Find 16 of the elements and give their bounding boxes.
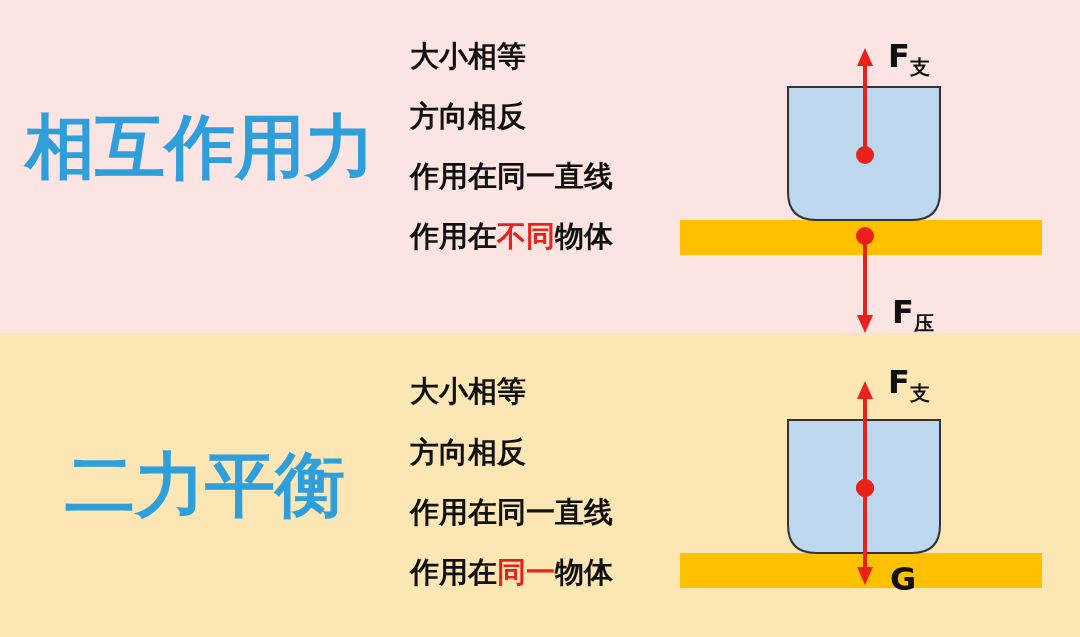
text-line: 大小相等 xyxy=(410,377,526,406)
panel-band xyxy=(0,333,1080,637)
text-line: 作用在同一直线 xyxy=(410,162,613,191)
text-line: 方向相反 xyxy=(410,102,526,131)
text-line: 作用在同一物体 xyxy=(410,558,613,587)
force-label: F$_{压}$ xyxy=(892,296,934,334)
text-line: 作用在同一直线 xyxy=(410,498,613,527)
panel-band xyxy=(0,0,1080,333)
text-line: 作用在不同物体 xyxy=(410,222,613,251)
text-line: 方向相反 xyxy=(410,438,526,467)
text-line: 大小相等 xyxy=(410,42,526,71)
force-label: F$_{支}$ xyxy=(888,366,930,404)
force-label: F$_{支}$ xyxy=(888,40,930,78)
heading: 二力平衡 xyxy=(65,450,345,520)
heading: 相互作用力 xyxy=(25,112,375,182)
force-label: G xyxy=(890,563,917,595)
